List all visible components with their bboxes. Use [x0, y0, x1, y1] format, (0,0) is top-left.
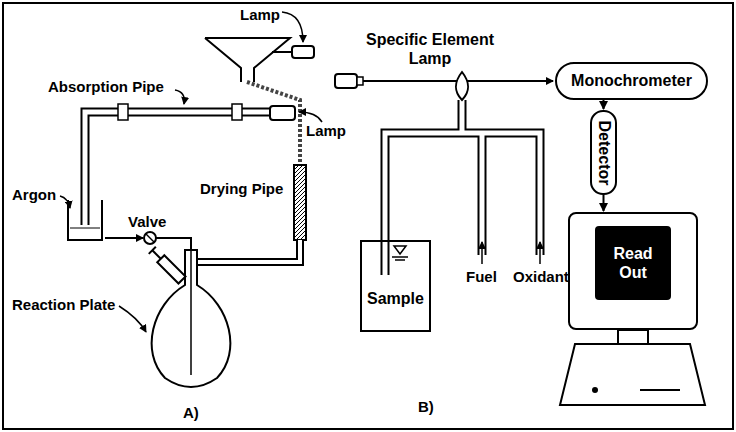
lamp-symbol — [335, 74, 357, 88]
panel-label: B) — [418, 398, 434, 416]
water-level-symbol — [394, 246, 406, 254]
node-text: Detector — [594, 120, 613, 185]
computer-monitor: Read Out — [568, 212, 698, 330]
node-text: Monochrometer — [571, 71, 692, 90]
part-label: Specific Element Lamp — [345, 30, 515, 68]
burner-pipes — [385, 100, 540, 275]
part-label: Valve — [128, 213, 166, 231]
part-label: Lamp — [240, 6, 280, 24]
computer-stand — [560, 330, 705, 405]
part-label: Fuel — [466, 268, 497, 286]
frame — [3, 3, 733, 429]
flow-arrow — [603, 195, 605, 211]
part-label: Drying Pipe — [200, 180, 283, 198]
funnel — [205, 38, 290, 82]
node-text: Read Out — [595, 226, 671, 300]
valve-symbol — [144, 232, 156, 244]
reaction-flask — [152, 250, 231, 387]
monochromator-box: Monochrometer — [555, 62, 708, 100]
flow-arrow — [603, 100, 605, 109]
part-label: Argon — [12, 186, 56, 204]
drying-pipe — [294, 165, 306, 240]
dashed-pipe — [247, 82, 300, 165]
syringe — [149, 247, 186, 284]
lamp-symbol — [270, 106, 295, 120]
absorption-pipe — [85, 104, 270, 225]
part-label: Lamp — [306, 122, 346, 140]
sample-container: Sample — [360, 240, 431, 332]
lamp-symbol — [292, 46, 314, 58]
detector-box: Detector — [590, 110, 617, 195]
part-label: Oxidant — [513, 268, 569, 286]
panel-label: A) — [183, 404, 199, 422]
part-label: Absorption Pipe — [48, 78, 164, 96]
flame — [456, 72, 468, 100]
connecting-pipe — [197, 240, 300, 262]
part-label: Reaction Plate — [12, 296, 115, 314]
node-text: Sample — [367, 289, 424, 308]
argon-beaker — [68, 200, 102, 240]
